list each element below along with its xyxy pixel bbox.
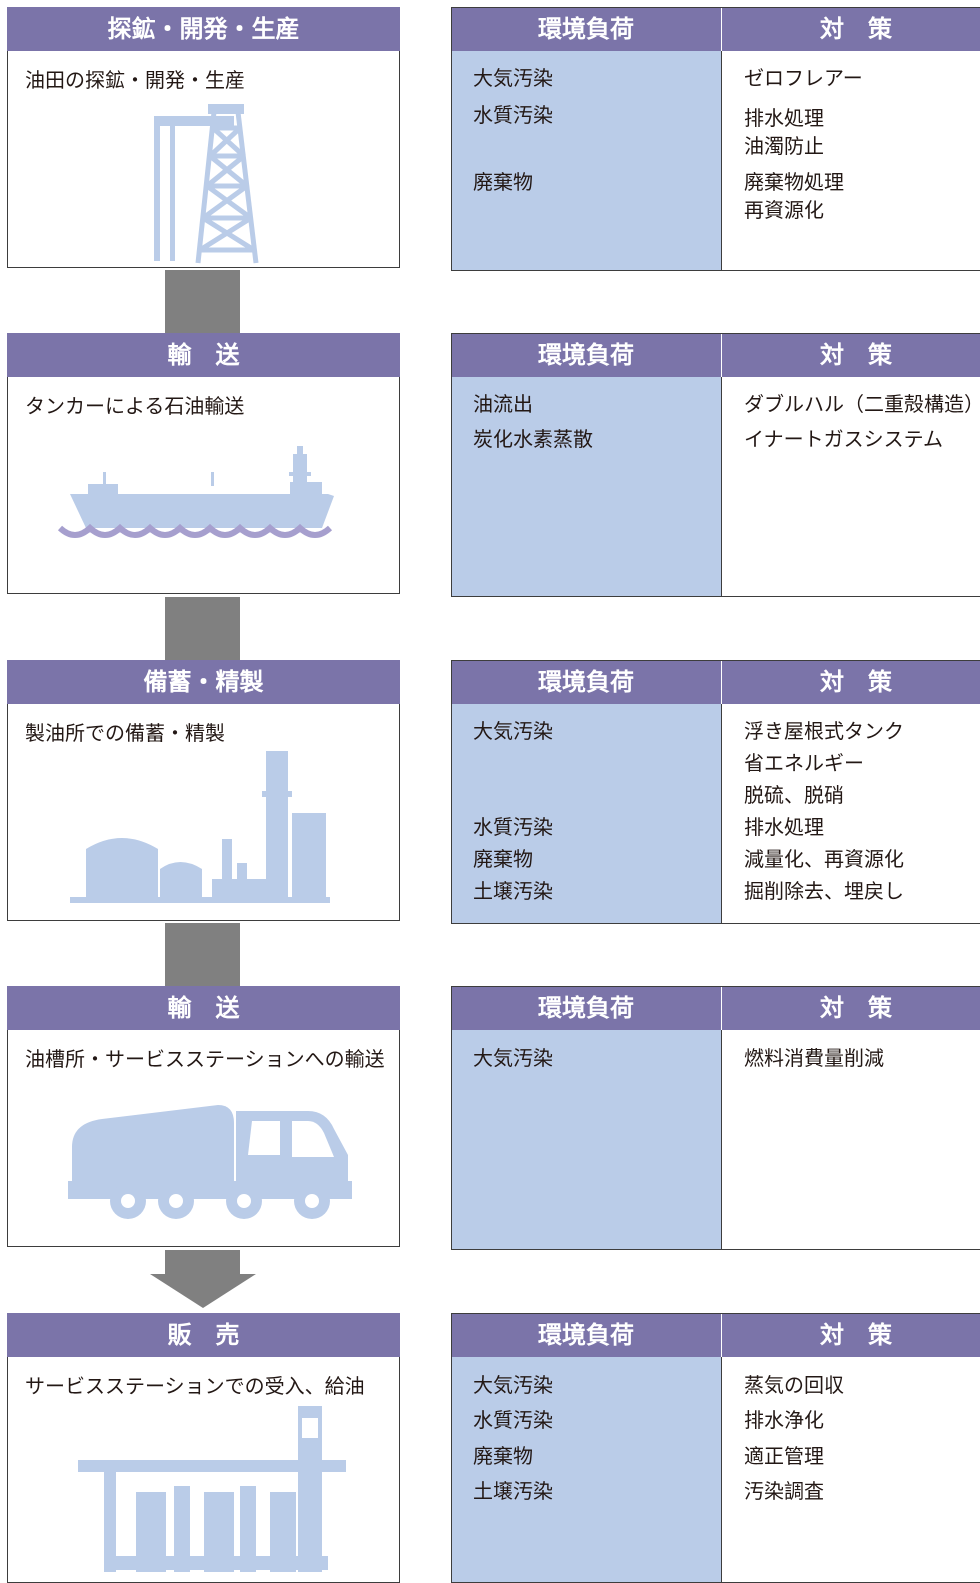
- measure-item: ダブルハル（二重殻構造）: [744, 392, 980, 416]
- process-description: 油田の探鉱・開発・生産: [25, 68, 245, 92]
- load-item: 大気汚染: [473, 1373, 553, 1397]
- tanker-ship-icon: [57, 446, 334, 538]
- flow-arrow-down: [150, 1250, 256, 1308]
- process-box: 輸 送 油槽所・サービスステーションへの輸送: [7, 986, 400, 1247]
- process-box: 探鉱・開発・生産 油田の探鉱・開発・生産: [7, 7, 400, 268]
- measure-item: 排水処理: [744, 106, 824, 130]
- stage-tanker-transport: 輸 送 タンカーによる石油輸送 環境負荷 対 策 油流出 炭化水素蒸散: [0, 326, 980, 597]
- load-item: 廃棄物: [473, 847, 533, 871]
- flow-connector-3: [165, 923, 240, 987]
- process-description: タンカーによる石油輸送: [25, 394, 245, 418]
- load-item: 土壌汚染: [473, 1479, 553, 1503]
- load-item: 水質汚染: [473, 1408, 553, 1432]
- measure-item: 汚染調査: [744, 1479, 824, 1503]
- load-item: 油流出: [473, 392, 533, 416]
- stage-exploration: 探鉱・開発・生産 油田の探鉱・開発・生産: [0, 0, 980, 271]
- process-box: 販 売 サービスステーションでの受入、給油: [7, 1313, 400, 1583]
- measure-header: 対 策: [722, 661, 980, 704]
- flow-connector-1: [165, 270, 240, 334]
- measure-item: 排水処理: [744, 815, 824, 839]
- process-box: 輸 送 タンカーによる石油輸送: [7, 333, 400, 594]
- process-box: 備蓄・精製 製油所での備蓄・精製: [7, 660, 400, 921]
- process-title: 輸 送: [7, 333, 400, 377]
- gas-station-icon: [78, 1406, 346, 1572]
- process-description: サービスステーションでの受入、給油: [25, 1374, 365, 1398]
- measure-item: 掘削除去、埋戻し: [744, 879, 904, 903]
- measure-item: 再資源化: [744, 198, 824, 222]
- measure-item: 蒸気の回収: [744, 1373, 844, 1397]
- load-item: 大気汚染: [473, 66, 553, 90]
- process-title: 探鉱・開発・生産: [7, 7, 400, 51]
- load-item: 水質汚染: [473, 103, 553, 127]
- measure-item: 減量化、再資源化: [744, 847, 904, 871]
- impact-table: 環境負荷 対 策 大気汚染 水質汚染 廃棄物 土壌汚染 蒸気の回収 排水浄化 適…: [451, 1313, 980, 1583]
- load-item: 廃棄物: [473, 1444, 533, 1468]
- measure-item: 省エネルギー: [744, 751, 864, 775]
- load-item: 炭化水素蒸散: [473, 427, 593, 451]
- load-item: 水質汚染: [473, 815, 553, 839]
- measure-item: 適正管理: [744, 1444, 824, 1468]
- measure-item: イナートガスシステム: [744, 427, 943, 451]
- refinery-icon: [70, 751, 330, 903]
- stage-storage-refining: 備蓄・精製 製油所での備蓄・精製 環境負荷 対 策 大気汚染: [0, 653, 980, 924]
- measure-item: 浮き屋根式タンク: [744, 719, 904, 743]
- measure-item: 廃棄物処理: [744, 170, 844, 194]
- measure-header: 対 策: [722, 987, 980, 1030]
- measure-item: 燃料消費量削減: [744, 1046, 884, 1070]
- process-description: 製油所での備蓄・精製: [25, 721, 225, 745]
- load-item: 廃棄物: [473, 170, 533, 194]
- measure-item: 脱硫、脱硝: [744, 783, 844, 807]
- stage-sales: 販 売 サービスステーションでの受入、給油 環境負荷 対 策: [0, 1306, 980, 1583]
- process-title: 輸 送: [7, 986, 400, 1030]
- process-description: 油槽所・サービスステーションへの輸送: [25, 1047, 385, 1071]
- process-title: 備蓄・精製: [7, 660, 400, 704]
- tanker-truck-icon: [68, 1105, 352, 1219]
- load-header: 環境負荷: [452, 334, 722, 377]
- load-header: 環境負荷: [452, 661, 722, 704]
- measure-header: 対 策: [722, 8, 980, 51]
- load-header: 環境負荷: [452, 987, 722, 1030]
- measure-item: ゼロフレアー: [744, 66, 863, 90]
- measure-item: 油濁防止: [744, 134, 824, 158]
- impact-table: 環境負荷 対 策 油流出 炭化水素蒸散 ダブルハル（二重殻構造） イナートガスシ…: [451, 333, 980, 597]
- impact-table: 環境負荷 対 策 大気汚染 燃料消費量削減: [451, 986, 980, 1250]
- impact-table: 環境負荷 対 策 大気汚染 水質汚染 廃棄物 ゼロフレアー 排水処理 油濁防止 …: [451, 7, 980, 271]
- measure-header: 対 策: [722, 1314, 980, 1357]
- impact-table: 環境負荷 対 策 大気汚染 水質汚染 廃棄物 土壌汚染 浮き屋根式タンク 省エネ…: [451, 660, 980, 924]
- measure-item: 排水浄化: [744, 1408, 824, 1432]
- load-item: 土壌汚染: [473, 879, 553, 903]
- load-header: 環境負荷: [452, 8, 722, 51]
- load-item: 大気汚染: [473, 1046, 553, 1070]
- measure-header: 対 策: [722, 334, 980, 377]
- stage-truck-transport: 輸 送 油槽所・サービスステーションへの輸送 環: [0, 979, 980, 1250]
- flow-connector-2: [165, 597, 240, 661]
- load-item: 大気汚染: [473, 719, 553, 743]
- load-header: 環境負荷: [452, 1314, 722, 1357]
- process-title: 販 売: [7, 1313, 400, 1357]
- oil-derrick-icon: [154, 104, 259, 264]
